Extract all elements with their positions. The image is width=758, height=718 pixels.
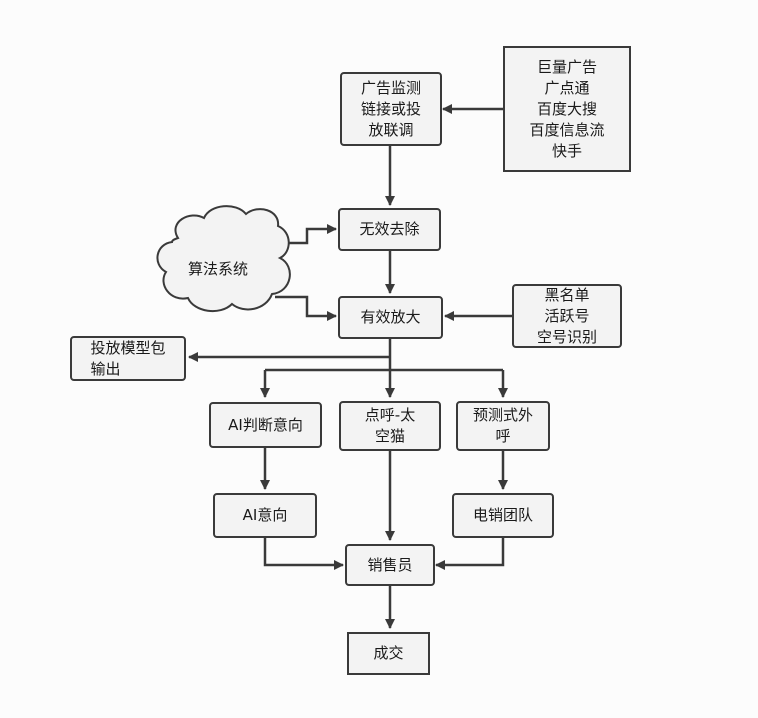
node-space-cat: 点呼-太 空猫 — [339, 401, 441, 451]
source-4: 百度信息流 — [529, 120, 605, 139]
node-deal-label: 成交 — [373, 644, 404, 662]
blacklist-line1: 黑名单 — [544, 285, 590, 304]
node-monitor-line1: 广告监测 — [360, 78, 421, 97]
algorithm-cloud-shape — [156, 205, 291, 313]
predictive-line2: 呼 — [495, 427, 511, 445]
node-telesales-label: 电销团队 — [472, 506, 533, 524]
node-amplify: 有效放大 — [338, 296, 443, 339]
edge-algorithm-to-remove — [275, 224, 337, 245]
node-monitor-line2: 链接或投 — [360, 99, 421, 118]
node-model-package: 投放模型包 输出 — [70, 336, 186, 381]
blacklist-line3: 空号识别 — [536, 327, 597, 346]
node-monitor-line3: 放联调 — [368, 120, 414, 139]
node-sales-label: 销售员 — [367, 555, 413, 574]
predictive-line1: 预测式外 — [472, 406, 533, 424]
space-cat-line1: 点呼-太 — [364, 406, 416, 424]
space-cat-line2: 空猫 — [374, 427, 405, 445]
node-sources: 巨量广告 广点通 百度大搜 百度信息流 快手 — [503, 46, 631, 172]
blacklist-line2: 活跃号 — [544, 306, 590, 325]
node-deal: 成交 — [347, 632, 430, 675]
source-5: 快手 — [551, 141, 582, 160]
model-pkg-line1: 投放模型包 — [90, 338, 166, 357]
node-ai-intent-label: AI意向 — [242, 506, 288, 524]
node-ai-judge-label: AI判断意向 — [228, 415, 303, 434]
model-pkg-line2: 输出 — [90, 359, 121, 378]
node-ai-judge: AI判断意向 — [209, 402, 322, 448]
node-predictive: 预测式外 呼 — [456, 401, 550, 451]
node-amplify-label: 有效放大 — [360, 308, 421, 326]
algorithm-label: 算法系统 — [188, 260, 249, 278]
node-sales: 销售员 — [345, 544, 435, 586]
node-monitor: 广告监测 链接或投 放联调 — [340, 72, 442, 146]
edge-telesales-to-sales — [435, 537, 505, 570]
node-ai-intent: AI意向 — [213, 493, 317, 538]
source-1: 巨量广告 — [536, 57, 597, 76]
node-telesales: 电销团队 — [452, 493, 554, 538]
node-remove-invalid: 无效去除 — [338, 208, 441, 251]
node-remove-invalid-label: 无效去除 — [359, 220, 420, 238]
source-2: 广点通 — [544, 78, 590, 97]
source-3: 百度大搜 — [536, 99, 597, 118]
node-blacklist: 黑名单 活跃号 空号识别 — [512, 284, 622, 348]
edge-algorithm-to-amplify — [275, 295, 337, 321]
edge-intent-to-sales — [263, 537, 344, 570]
